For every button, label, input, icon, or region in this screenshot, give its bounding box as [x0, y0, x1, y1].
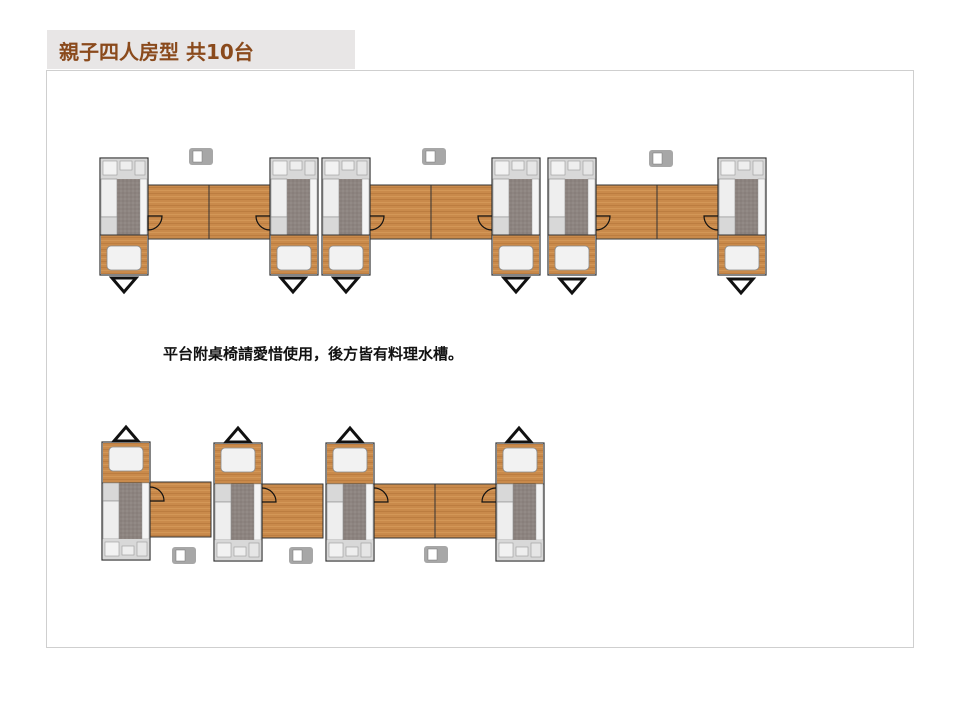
cabin-group-6 — [325, 425, 545, 564]
door-swing-icon — [373, 487, 389, 503]
entrance-arrow-icon — [500, 276, 532, 295]
cabin-group-4 — [101, 424, 212, 565]
sink-icon — [421, 147, 447, 166]
entrance-arrow-icon — [556, 277, 588, 296]
cabin-group-1 — [99, 147, 319, 295]
cabin-icon — [491, 157, 541, 276]
sink-icon — [188, 147, 214, 166]
entrance-arrow-icon — [725, 277, 757, 296]
door-swing-icon — [261, 487, 277, 503]
door-swing-icon — [149, 486, 165, 502]
door-swing-icon — [255, 215, 271, 231]
entrance-arrow-icon — [503, 425, 535, 444]
door-swing-icon — [147, 215, 163, 231]
sink-icon — [648, 149, 674, 168]
door-swing-icon — [369, 215, 385, 231]
sink-icon — [288, 546, 314, 565]
page-title: 親子四人房型 共10台 — [59, 40, 254, 64]
entrance-arrow-icon — [222, 425, 254, 444]
entrance-arrow-icon — [334, 425, 366, 444]
sink-icon — [171, 546, 197, 565]
cabin-icon — [717, 157, 767, 276]
sink-icon — [423, 545, 449, 564]
cabin-group-2 — [321, 147, 541, 295]
entrance-arrow-icon — [330, 276, 362, 295]
cabin-icon — [99, 157, 149, 276]
cabin-icon — [325, 442, 375, 562]
platform-note: 平台附桌椅請愛惜使用，後方皆有料理水槽。 — [163, 345, 464, 363]
cabin-group-5 — [213, 425, 324, 565]
door-swing-icon — [595, 215, 611, 231]
entrance-arrow-icon — [110, 424, 142, 443]
cabin-group-3 — [547, 149, 767, 296]
cabin-icon — [321, 157, 371, 276]
cabin-icon — [547, 157, 597, 276]
entrance-arrow-icon — [277, 276, 309, 295]
cabin-icon — [213, 442, 263, 562]
door-swing-icon — [703, 215, 719, 231]
title-box: 親子四人房型 共10台 — [47, 30, 355, 69]
entrance-arrow-icon — [108, 276, 140, 295]
diagram-frame — [46, 70, 914, 648]
cabin-icon — [495, 442, 545, 562]
door-swing-icon — [481, 487, 497, 503]
door-swing-icon — [477, 215, 493, 231]
cabin-icon — [269, 157, 319, 276]
cabin-icon — [101, 441, 151, 561]
